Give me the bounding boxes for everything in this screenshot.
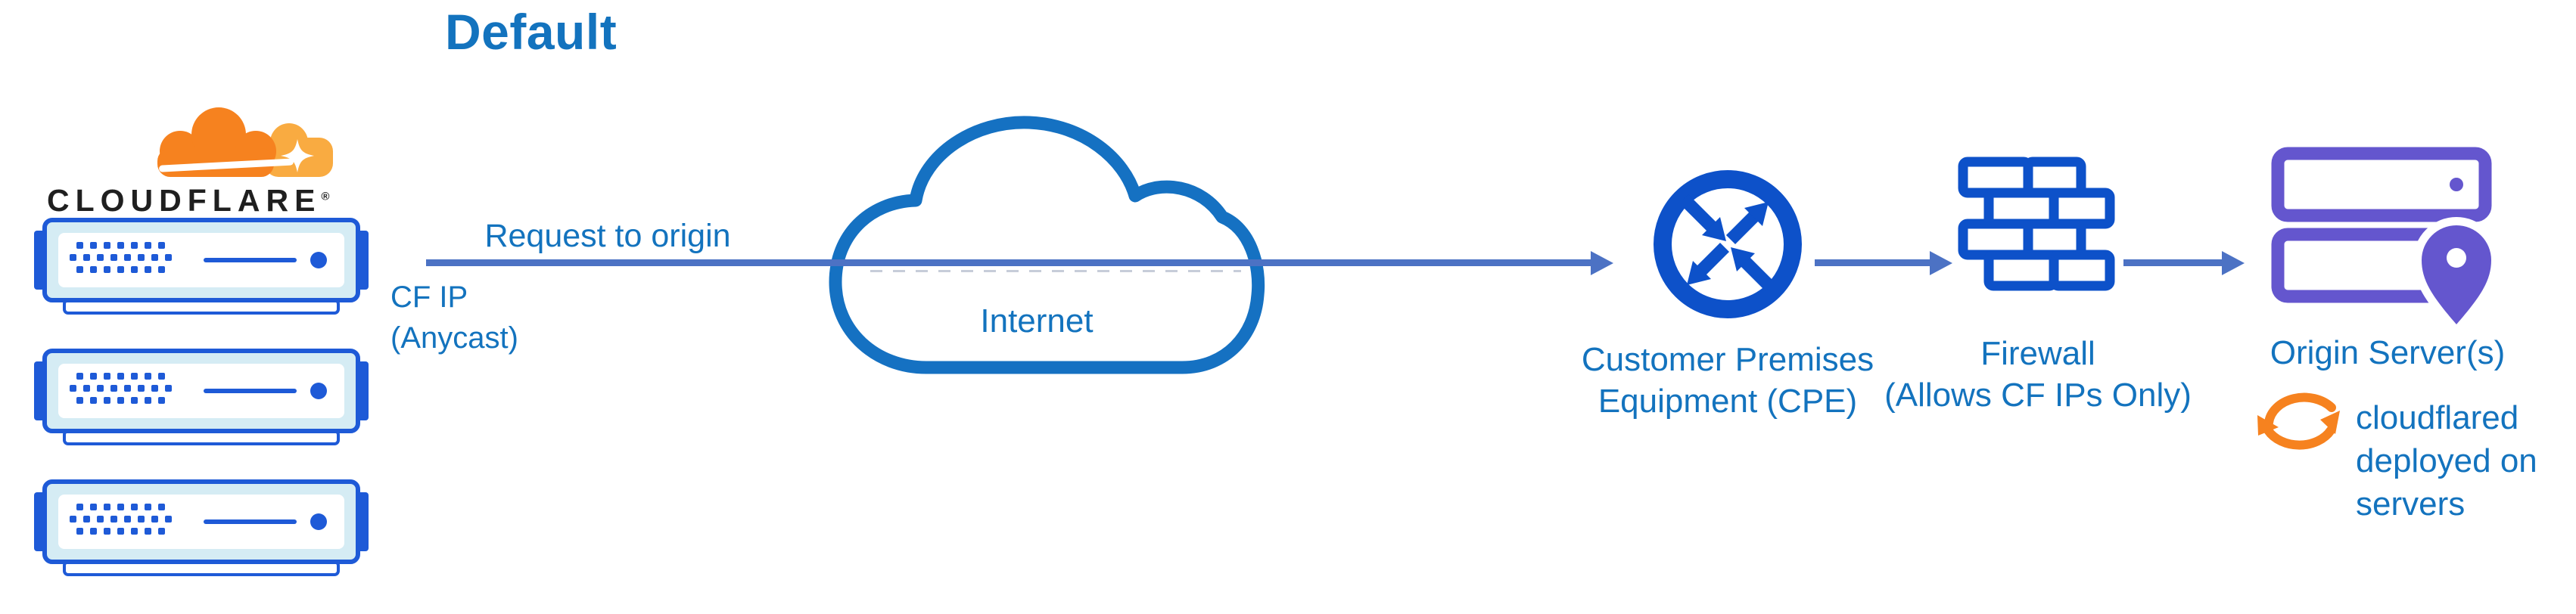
- edge-server-icon-2: [34, 349, 369, 448]
- firewall-label: Firewall (Allows CF IPs Only): [1811, 333, 2265, 416]
- cloudflare-cloud-logo-icon: [157, 107, 333, 177]
- cloudflare-wordmark: CLOUDFLARE®: [47, 183, 329, 219]
- cf-ip-line2: (Anycast): [390, 321, 518, 355]
- page-title: Default: [445, 4, 618, 60]
- request-to-origin-label: Request to origin: [484, 218, 731, 254]
- internet-cloud-icon: [829, 116, 1265, 374]
- cf-ip-line1: CF IP: [390, 281, 468, 314]
- registered-mark: ®: [321, 190, 330, 203]
- cloudflared-note-line3: servers: [2356, 485, 2466, 523]
- hidden-line-dashes: [870, 270, 1241, 272]
- origin-servers-label: Origin Server(s): [2270, 334, 2506, 371]
- arrow-cpe-to-firewall-head: [1930, 251, 1952, 275]
- internet-label: Internet: [980, 302, 1094, 340]
- cloudflared-note: cloudflared deployed on servers: [2356, 396, 2537, 526]
- arrow-edge-to-cpe-line: [426, 259, 1591, 266]
- cpe-label-line1: Customer Premises: [1581, 341, 1874, 378]
- cloudflared-note-line2: deployed on: [2356, 442, 2537, 479]
- cloudflare-wordmark-text: CLOUDFLARE: [47, 183, 322, 218]
- arrow-firewall-to-origin-head: [2222, 251, 2245, 275]
- cpe-label-line2: Equipment (CPE): [1598, 383, 1858, 420]
- firewall-label-line2: (Allows CF IPs Only): [1884, 377, 2192, 414]
- brick-wall-icon: [1958, 157, 2115, 291]
- edge-server-icon-3: [34, 479, 369, 579]
- cpe-label: Customer Premises Equipment (CPE): [1501, 339, 1955, 422]
- cloudflared-note-line1: cloudflared: [2356, 399, 2519, 436]
- router-arrows-icon: [1654, 170, 1802, 318]
- server-stack-location-icon: [2271, 147, 2499, 333]
- arrow-firewall-to-origin-line: [2123, 259, 2223, 266]
- firewall-label-line1: Firewall: [1980, 335, 2095, 372]
- edge-server-icon-1: [34, 218, 369, 318]
- arrow-cpe-to-firewall-line: [1815, 259, 1930, 266]
- cf-ip-anycast-label: CF IP (Anycast): [390, 277, 518, 358]
- arrow-edge-to-cpe-head: [1591, 251, 1613, 275]
- sync-arrows-icon: [2257, 392, 2340, 450]
